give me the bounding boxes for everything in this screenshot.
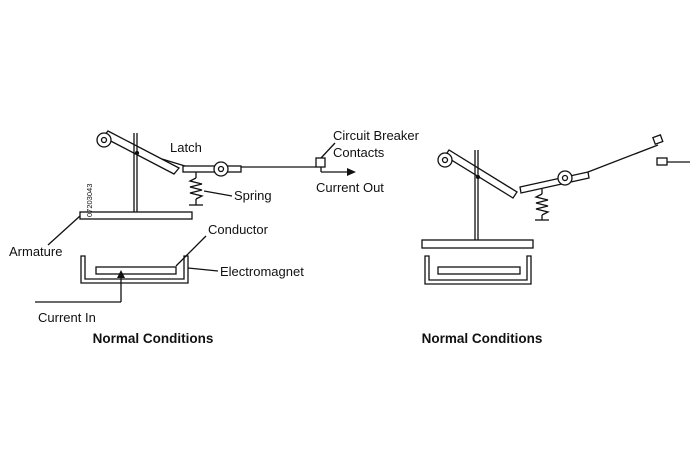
conductor-label: Conductor bbox=[208, 222, 269, 237]
left-contact-leader bbox=[320, 142, 336, 159]
right-conductor-bar bbox=[437, 266, 521, 275]
right-base-plate bbox=[421, 239, 534, 249]
right-caption: Normal Conditions bbox=[422, 331, 543, 346]
right-latch-lever bbox=[444, 149, 518, 199]
left-breaker-assembly bbox=[35, 130, 356, 303]
left-arm-pivot-outer bbox=[213, 161, 229, 177]
armature-label: Armature bbox=[9, 244, 62, 259]
conductor-leader bbox=[175, 235, 207, 267]
spring-leader bbox=[203, 190, 233, 197]
figure-code-label: 07203043 bbox=[85, 184, 94, 217]
left-contact-arm bbox=[182, 165, 242, 173]
electromagnet-label: Electromagnet bbox=[220, 264, 304, 279]
current-in-label: Current In bbox=[38, 310, 96, 325]
left-conductor-bar bbox=[95, 266, 177, 275]
current-out-arrow bbox=[320, 167, 356, 176]
right-lever-pivot-outer bbox=[437, 152, 453, 168]
current-out-label: Current Out bbox=[316, 180, 384, 195]
left-latch-lever bbox=[101, 130, 181, 175]
left-lever-pivot-inner bbox=[100, 136, 108, 144]
left-lever-pin bbox=[134, 150, 140, 156]
right-lever-pivot-inner bbox=[441, 156, 449, 164]
circuit-breaker-label-line2: Contacts bbox=[333, 145, 385, 160]
armature-leader bbox=[47, 215, 81, 246]
latch-label: Latch bbox=[170, 140, 202, 155]
left-caption: Normal Conditions bbox=[93, 331, 214, 346]
right-contact-wire bbox=[587, 144, 659, 173]
left-contact-block bbox=[315, 157, 326, 168]
latch-leader bbox=[161, 158, 186, 167]
circuit-breaker-label-line1: Circuit Breaker bbox=[333, 128, 420, 143]
right-arm-pivot-inner bbox=[561, 174, 569, 182]
right-electromagnet bbox=[424, 255, 532, 285]
left-spring bbox=[188, 172, 204, 206]
right-breaker-assembly bbox=[421, 134, 690, 285]
right-arm-pivot-outer bbox=[557, 170, 573, 186]
right-contact-arm bbox=[519, 171, 590, 194]
left-armature-plate bbox=[79, 211, 193, 220]
left-electromagnet bbox=[80, 255, 189, 284]
left-arm-pivot-inner bbox=[217, 165, 225, 173]
spring-label: Spring bbox=[234, 188, 272, 203]
right-moving-contact bbox=[652, 134, 664, 146]
right-lever-pin bbox=[475, 174, 481, 180]
right-spring bbox=[534, 188, 550, 221]
right-fixed-contact bbox=[656, 157, 690, 166]
electromagnet-leader bbox=[187, 267, 219, 272]
left-lever-pivot-outer bbox=[96, 132, 112, 148]
current-in-arrow bbox=[35, 270, 125, 303]
